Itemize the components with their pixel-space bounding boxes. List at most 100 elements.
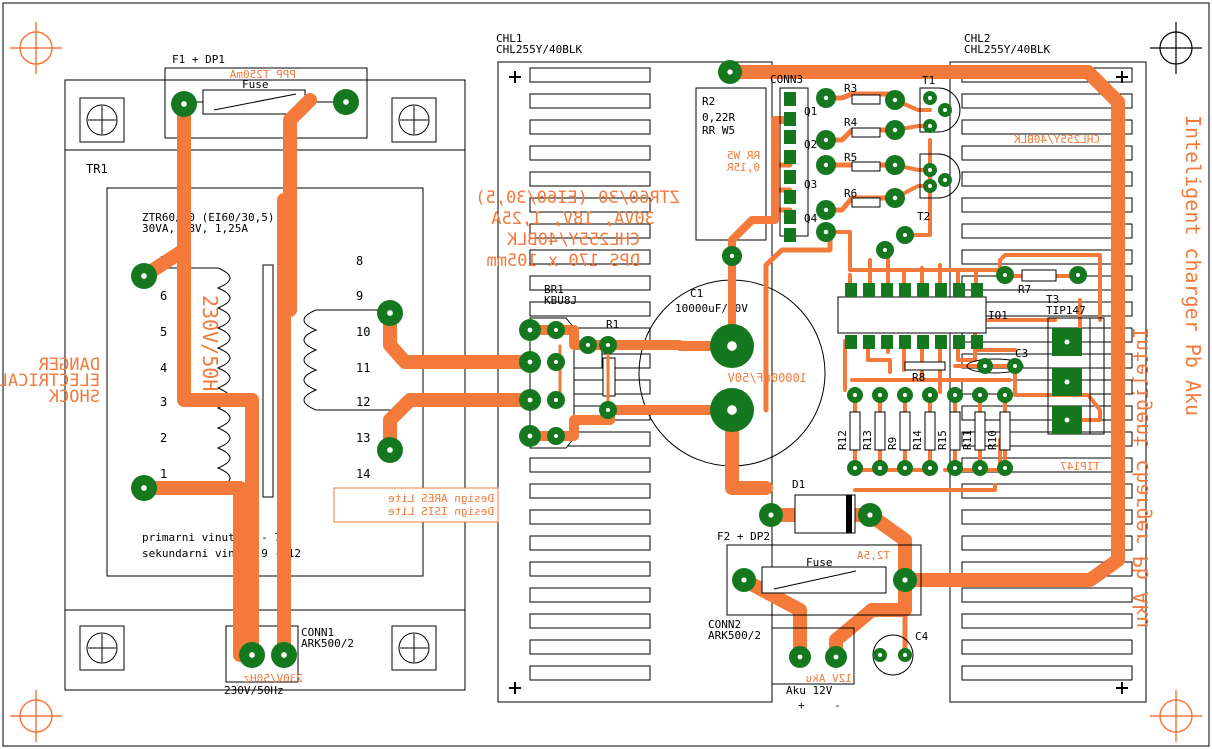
heatsink-fin (529, 301, 651, 317)
mount-hole-bl (79, 625, 125, 671)
tr-pin-1: 1 (160, 467, 167, 481)
r9-label: R9 (886, 437, 899, 450)
heatsink-fin (529, 145, 651, 161)
conn2-label: CONN2 (708, 618, 741, 631)
t2-label: T2 (917, 210, 930, 223)
f2-fuse-label: Fuse (806, 556, 833, 569)
drill-hole (281, 652, 287, 658)
drill-hole (892, 127, 898, 133)
heatsink-fin (529, 613, 651, 629)
tr-pin-4: 4 (160, 361, 167, 375)
danger-line-3: SHOCK (48, 387, 100, 407)
heatsink-fin (961, 379, 1133, 395)
drill-hole (823, 162, 829, 168)
solder-pad-square (881, 283, 893, 297)
drill-hole (741, 577, 747, 583)
tr-pin-8: 8 (356, 254, 363, 268)
resistor-r6 (851, 197, 881, 208)
heatsink-fin (529, 639, 651, 655)
tr-pin-6: 6 (160, 289, 167, 303)
heatsink-fin (961, 509, 1133, 525)
drill-hole (727, 405, 737, 415)
drill-hole (953, 393, 957, 397)
tr-pin-5: 5 (160, 325, 167, 339)
tr1-label: TR1 (86, 162, 108, 176)
drill-hole (387, 310, 393, 316)
conn1-type: ARK500/2 (301, 637, 354, 650)
registration-mark-bottom-left (10, 690, 62, 742)
drill-hole (249, 652, 255, 658)
heatsink-fin (961, 327, 1133, 343)
conn1-label: CONN1 (301, 626, 334, 639)
solder-pad-square (784, 210, 796, 224)
drill-hole (943, 108, 947, 112)
resistor-r5 (851, 161, 881, 172)
drill-hole (903, 233, 907, 237)
solder-pad-square (784, 130, 796, 144)
drill-hole (554, 434, 558, 438)
connector-conn2 (771, 627, 855, 685)
drill-hole (823, 137, 829, 143)
q1-label: Q1 (804, 105, 817, 118)
drill-hole (823, 95, 829, 101)
br1-type: KBU8J (544, 294, 577, 307)
connector-conn1 (225, 625, 299, 683)
conn3-label: CONN3 (770, 73, 803, 86)
drill-hole (902, 577, 908, 583)
heatsink-fin (529, 457, 651, 473)
heatsink-fin (529, 665, 651, 681)
f1-label: F1 + DP1 (172, 53, 225, 66)
solder-pad-square (863, 335, 875, 349)
drill-hole (823, 229, 829, 235)
heatsink-fin (961, 197, 1133, 213)
r3-label: R3 (844, 82, 857, 95)
r5-label: R5 (844, 151, 857, 164)
drill-hole (903, 393, 907, 397)
conn1-value: 230V/50Hz (224, 684, 284, 697)
drill-hole (928, 466, 932, 470)
chl1-type: CHL255Y/40BLK (496, 43, 582, 56)
solder-pad-square (784, 112, 796, 126)
secondary-winding-note: sekundarni vinuti 9 - 12 (142, 547, 301, 560)
r7-label: R7 (1018, 283, 1031, 296)
heatsink-fin (529, 249, 651, 265)
design-line2: Design ISIS Lite (388, 505, 494, 518)
drill-hole (1064, 417, 1070, 423)
drill-hole (883, 248, 887, 252)
danger-line-2: ELECTRICAL (0, 371, 100, 391)
drill-hole (867, 512, 873, 518)
mirror-spec-line4: DPS 170 x 105mm (486, 251, 640, 271)
mirror-spec-line2: 30VA, 18V, 1,25A (491, 209, 655, 229)
conn2-value-mirrored: 12V Aku (806, 672, 852, 685)
solder-pads (131, 60, 1087, 668)
solder-pad-square (784, 150, 796, 164)
drill-hole (823, 207, 829, 213)
tr-pin-9: 9 (356, 289, 363, 303)
drill-hole (983, 364, 987, 368)
heatsink-fin (529, 587, 651, 603)
tr-vertical-voltage: 230V/50Hz (198, 295, 222, 403)
solder-pad-square (935, 335, 947, 349)
drill-hole (878, 393, 882, 397)
drill-hole (903, 466, 907, 470)
drill-hole (343, 99, 349, 105)
c3-label: C3 (1015, 347, 1028, 360)
c1-value: 10000uF/50V (675, 302, 748, 315)
danger-line-1: DANGER (38, 355, 100, 375)
r1-label: R1 (606, 318, 619, 331)
minus-label: - (834, 699, 841, 712)
solder-pad-square (881, 335, 893, 349)
drill-hole (554, 398, 558, 402)
mirrored-spec-block: ZTR60/30 (EI60/30,5) 30VA, 18V, 1,25A CH… (475, 188, 680, 271)
solder-pad-square (784, 170, 796, 184)
drill-hole (878, 653, 882, 657)
drill-hole (928, 96, 932, 100)
drill-hole (387, 447, 393, 453)
r2-value2: RR W5 (702, 124, 735, 137)
drill-hole (141, 273, 147, 279)
mount-hole-br (391, 625, 437, 671)
drill-hole (928, 184, 932, 188)
drill-hole (727, 69, 733, 75)
heatsink-fin (529, 275, 651, 291)
